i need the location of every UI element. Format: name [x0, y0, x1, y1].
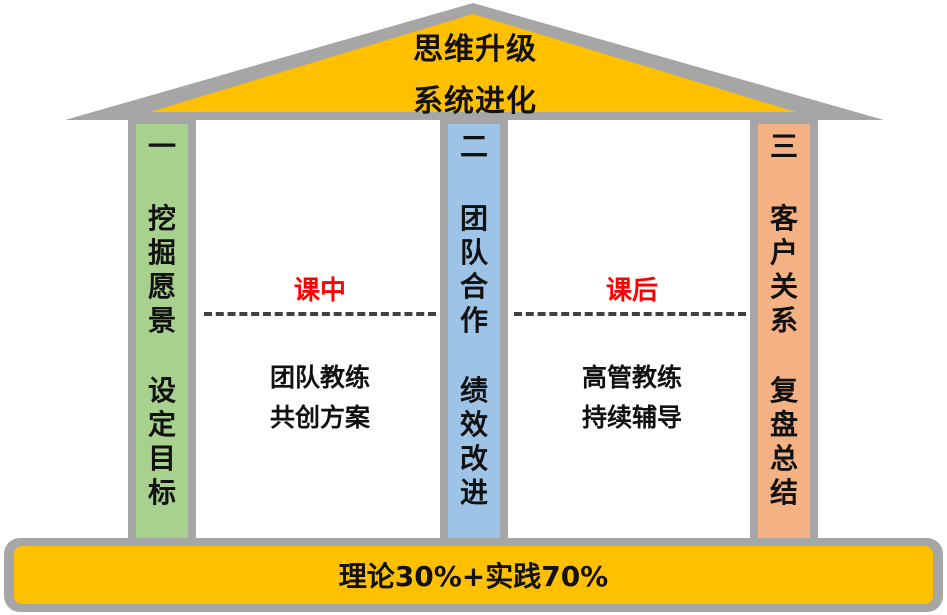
pillar-1-number: 一: [147, 130, 176, 163]
section-2-label: 课后: [605, 276, 658, 306]
pillar-3-text-bottom: 复盘总结: [769, 374, 798, 509]
pillar-2-text-top: 团队合作: [459, 202, 488, 337]
pillar-2-number: 二: [459, 130, 488, 163]
pillar-1: 一 挖掘愿景 设定目标: [136, 124, 188, 538]
pillar-1-text-top: 挖掘愿景: [147, 202, 176, 337]
roof: [65, 3, 884, 120]
section-2-line1: 高管教练: [581, 363, 682, 392]
section-1-text: 团队教练 共创方案: [220, 358, 420, 438]
roof-title-line1: 思维升级: [413, 32, 537, 67]
section-2-line2: 持续辅导: [581, 403, 682, 432]
pillar-2-text-bottom: 绩效改进: [459, 374, 488, 509]
pillar-3: 三 客户关系 复盘总结: [758, 124, 810, 538]
base-text: 理论30%+实践70%: [338, 560, 609, 593]
pillar-3-text-top: 客户关系: [769, 202, 798, 337]
section-1-label: 课中: [293, 276, 346, 306]
section-1-line1: 团队教练: [269, 363, 370, 392]
roof-title-line2: 系统进化: [413, 84, 537, 119]
section-2-divider: [514, 312, 746, 316]
section-1-divider: [204, 312, 436, 316]
base-foundation: 理论30%+实践70%: [14, 546, 933, 604]
section-2-text: 高管教练 持续辅导: [532, 358, 732, 438]
pillar-1-text-bottom: 设定目标: [147, 374, 176, 509]
pillar-2: 二 团队合作 绩效改进: [448, 124, 500, 538]
section-1-line2: 共创方案: [269, 403, 370, 432]
pillar-3-number: 三: [769, 130, 798, 163]
